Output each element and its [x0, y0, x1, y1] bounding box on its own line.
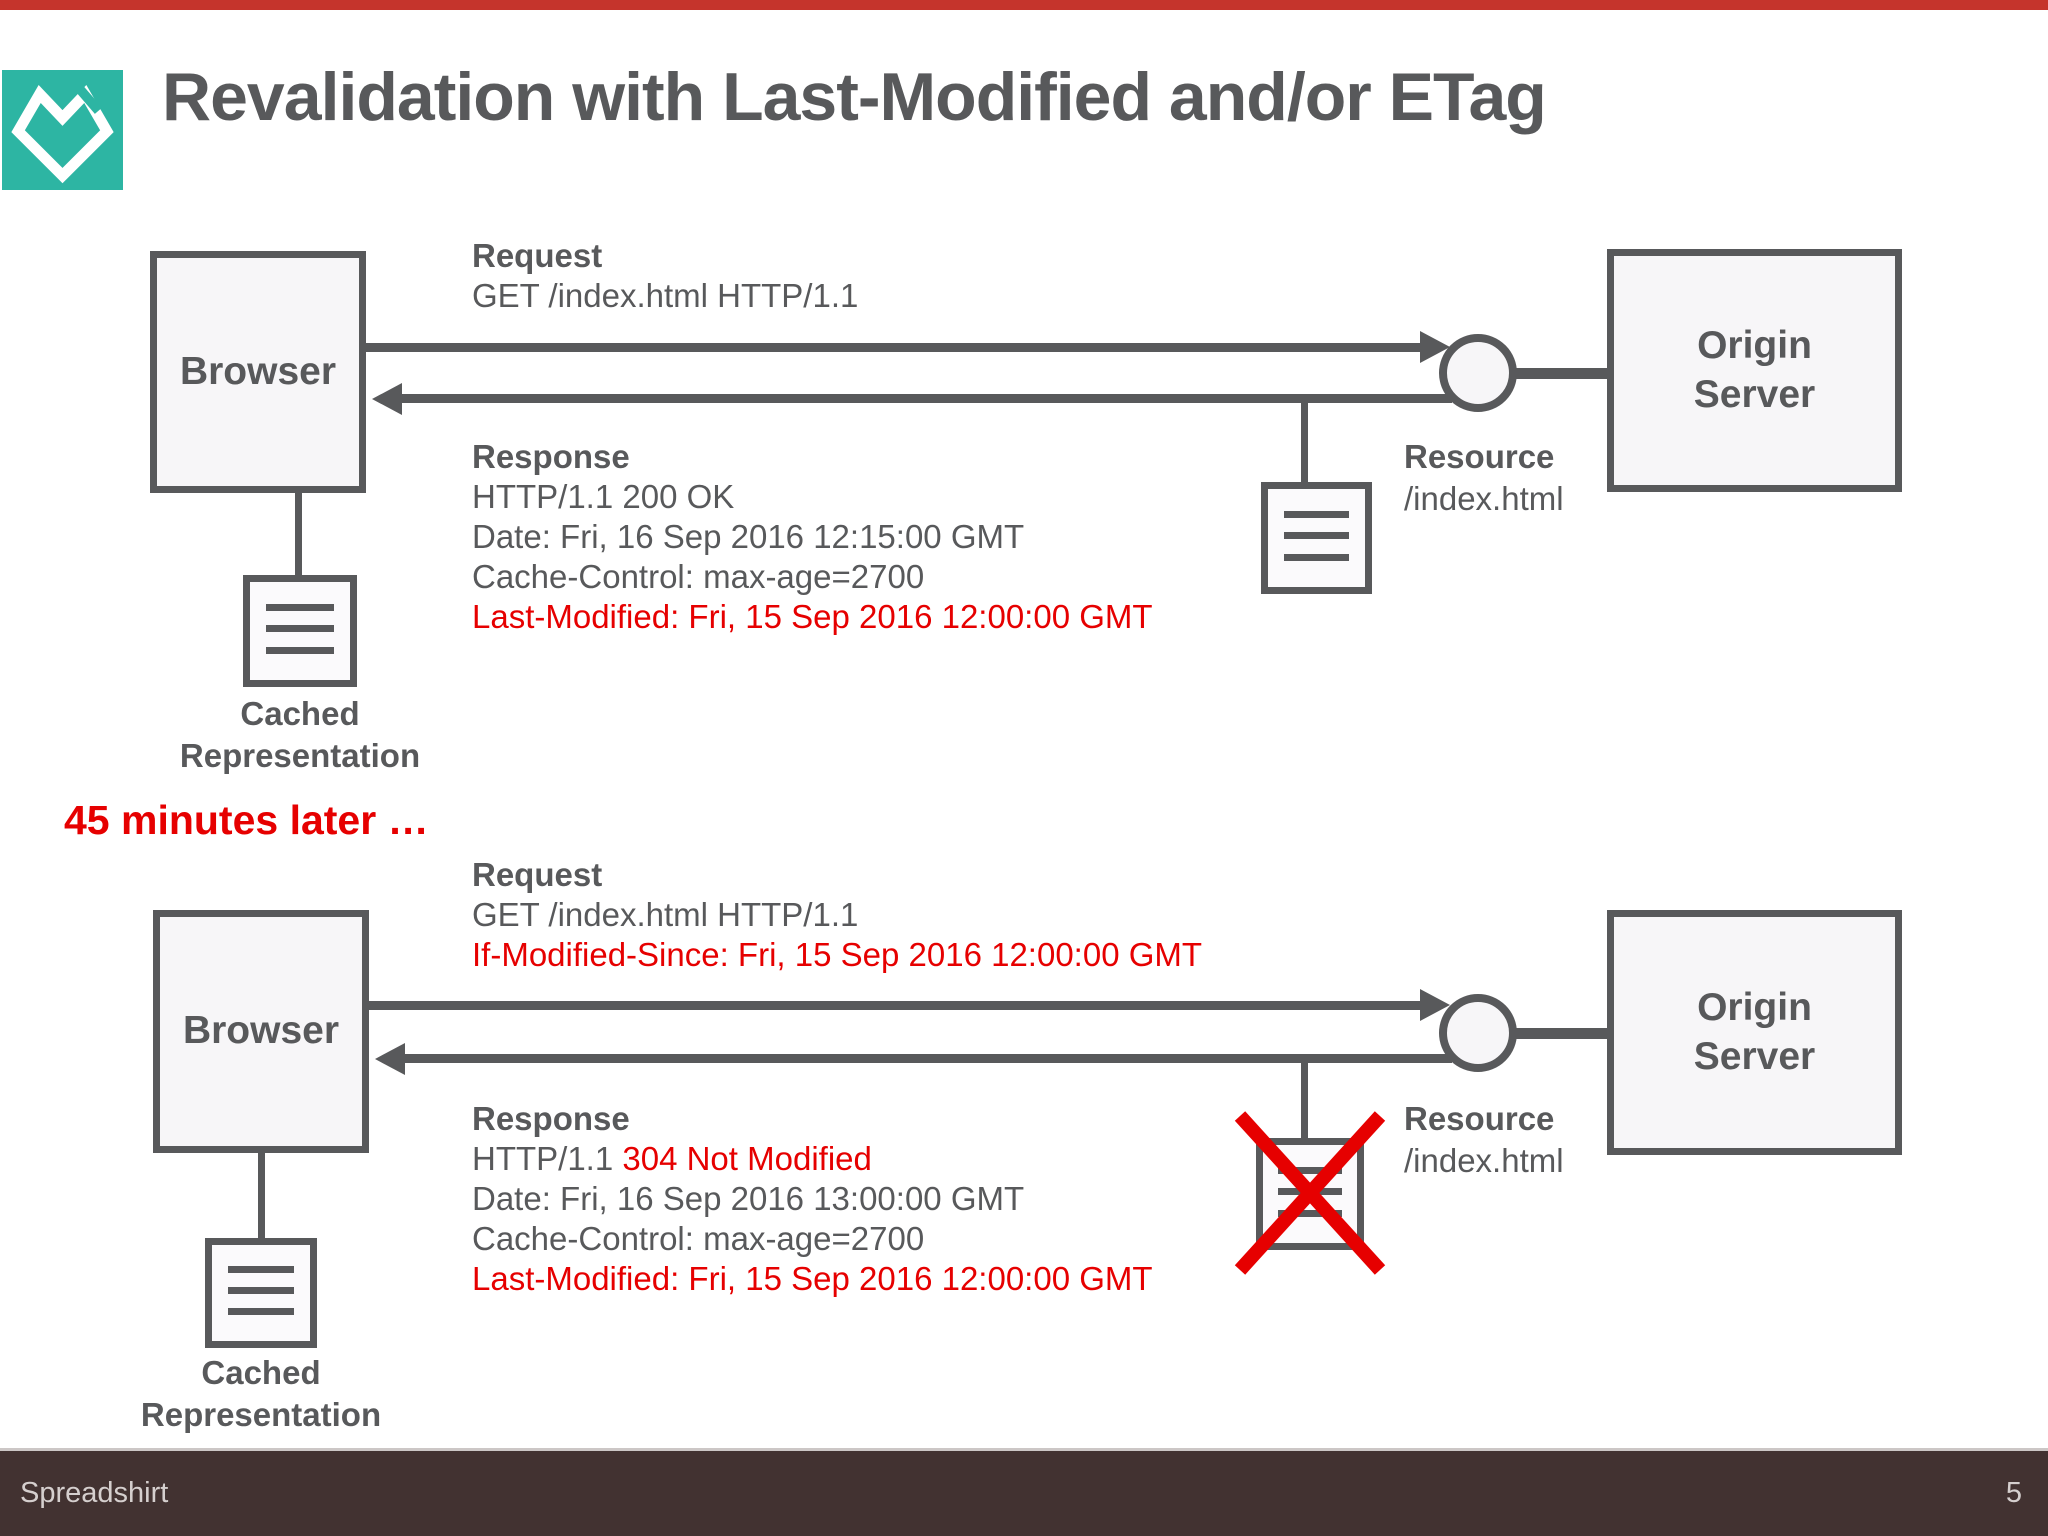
response-arrowhead-1: [372, 383, 402, 415]
cached-label-line2: Representation: [140, 1396, 382, 1433]
response-label-2: Response: [472, 1100, 630, 1137]
origin-server-box-2: Origin Server: [1607, 910, 1902, 1155]
resource-label-block-1: Resource /index.html: [1404, 436, 1564, 520]
request-arrow-line-1: [366, 343, 1422, 352]
header-text: Date: Fri, 16 Sep 2016 12:15:00 GMT: [472, 518, 1025, 555]
footer-brand: Spreadshirt: [20, 1477, 169, 1509]
response-arrowhead-2: [375, 1043, 405, 1075]
document-line-icon: [266, 646, 334, 654]
browser-box-2: Browser: [153, 910, 369, 1153]
connection-junction-1: [1439, 334, 1517, 412]
header-text-line: Date: Fri, 16 Sep 2016 13:00:00 GMT: [472, 1179, 1153, 1219]
page-title: Revalidation with Last-Modified and/or E…: [162, 59, 1547, 135]
top-red-bar: [0, 0, 2048, 10]
header-text: HTTP/1.1: [472, 1140, 623, 1177]
resource-connector-1: [1301, 400, 1308, 484]
interlude-text: 45 minutes later …: [64, 797, 429, 843]
header-text-line: Date: Fri, 16 Sep 2016 12:15:00 GMT: [472, 517, 1153, 557]
header-text: HTTP/1.1 200 OK: [472, 478, 735, 515]
highlighted-header-text: 304 Not Modified: [622, 1140, 872, 1177]
cached-label-line1: Cached: [240, 695, 360, 732]
cache-connector-2: [258, 1153, 265, 1238]
resource-document-icon-1: [1261, 482, 1372, 594]
header-text: Cache-Control: max-age=2700: [472, 1220, 925, 1257]
header-text: GET /index.html HTTP/1.1: [472, 896, 859, 933]
document-line-icon: [266, 603, 334, 611]
document-line-icon: [1283, 510, 1350, 518]
server-link-2: [1512, 1028, 1608, 1039]
browser-label-2: Browser: [182, 1009, 340, 1053]
document-line-icon: [1278, 1166, 1342, 1174]
origin-server-label-1: Origin Server: [1693, 323, 1816, 416]
spreadshirt-heart-logo: [11, 81, 114, 184]
request-label-1: Request: [472, 237, 603, 274]
header-text-line: Last-Modified: Fri, 15 Sep 2016 12:00:00…: [472, 597, 1153, 637]
header-text-line: Cache-Control: max-age=2700: [472, 557, 1153, 597]
request-lines-1: GET /index.html HTTP/1.1: [472, 276, 858, 316]
resource-path-1: /index.html: [1404, 480, 1564, 517]
resource-label-1: Resource: [1404, 438, 1555, 475]
header-text: GET /index.html HTTP/1.1: [472, 277, 859, 314]
header-text-line: HTTP/1.1 304 Not Modified: [472, 1139, 1153, 1179]
resource-label-2: Resource: [1404, 1100, 1555, 1137]
response-arrow-line-1: [400, 394, 1452, 403]
browser-label-1: Browser: [179, 349, 337, 393]
request-block-1: Request GET /index.html HTTP/1.1: [472, 236, 858, 316]
server-link-1: [1512, 368, 1608, 379]
footer: Spreadshirt 5: [0, 1451, 2048, 1536]
resource-label-block-2: Resource /index.html: [1404, 1098, 1564, 1182]
header-text-line: Last-Modified: Fri, 15 Sep 2016 12:00:00…: [472, 1259, 1153, 1299]
highlighted-header-text: If-Modified-Since: Fri, 15 Sep 2016 12:0…: [472, 936, 1203, 973]
origin-server-label-2: Origin Server: [1693, 985, 1816, 1078]
cached-label-line1: Cached: [201, 1354, 321, 1391]
request-arrow-line-2: [369, 1001, 1422, 1010]
highlighted-header-text: Last-Modified: Fri, 15 Sep 2016 12:00:00…: [472, 598, 1153, 635]
header-text-line: GET /index.html HTTP/1.1: [472, 895, 1202, 935]
header-text: Cache-Control: max-age=2700: [472, 558, 925, 595]
document-line-icon: [266, 625, 334, 633]
header-text-line: If-Modified-Since: Fri, 15 Sep 2016 12:0…: [472, 935, 1202, 975]
document-line-icon: [227, 1287, 295, 1295]
document-line-icon: [1283, 532, 1350, 540]
document-line-icon: [227, 1266, 295, 1274]
deleted-cross-icon: [1234, 1111, 1386, 1275]
cached-document-icon-2: [205, 1238, 317, 1348]
footer-divider: [0, 1448, 2048, 1451]
cached-label-line2: Representation: [179, 737, 421, 774]
response-label-1: Response: [472, 438, 630, 475]
header-text-line: HTTP/1.1 200 OK: [472, 477, 1153, 517]
cached-representation-label-1: Cached Representation: [130, 693, 470, 777]
request-label-2: Request: [472, 856, 603, 893]
connection-junction-2: [1439, 994, 1517, 1072]
document-line-icon: [1278, 1209, 1342, 1217]
highlighted-header-text: Last-Modified: Fri, 15 Sep 2016 12:00:00…: [472, 1260, 1153, 1297]
spreadshirt-logo: [2, 70, 123, 190]
header-text-line: Cache-Control: max-age=2700: [472, 1219, 1153, 1259]
cached-document-icon-1: [243, 575, 357, 687]
cache-connector-1: [295, 492, 302, 577]
document-line-icon: [1283, 553, 1350, 561]
document-line-icon: [227, 1308, 295, 1316]
resource-connector-2: [1301, 1060, 1308, 1140]
resource-path-2: /index.html: [1404, 1142, 1564, 1179]
origin-server-box-1: Origin Server: [1607, 249, 1902, 492]
header-text: Date: Fri, 16 Sep 2016 13:00:00 GMT: [472, 1180, 1025, 1217]
header-text-line: GET /index.html HTTP/1.1: [472, 276, 858, 316]
cached-representation-label-2: Cached Representation: [91, 1352, 431, 1436]
response-arrow-line-2: [403, 1054, 1452, 1063]
footer-page-number: 5: [2005, 1477, 2022, 1509]
browser-box-1: Browser: [150, 251, 366, 493]
